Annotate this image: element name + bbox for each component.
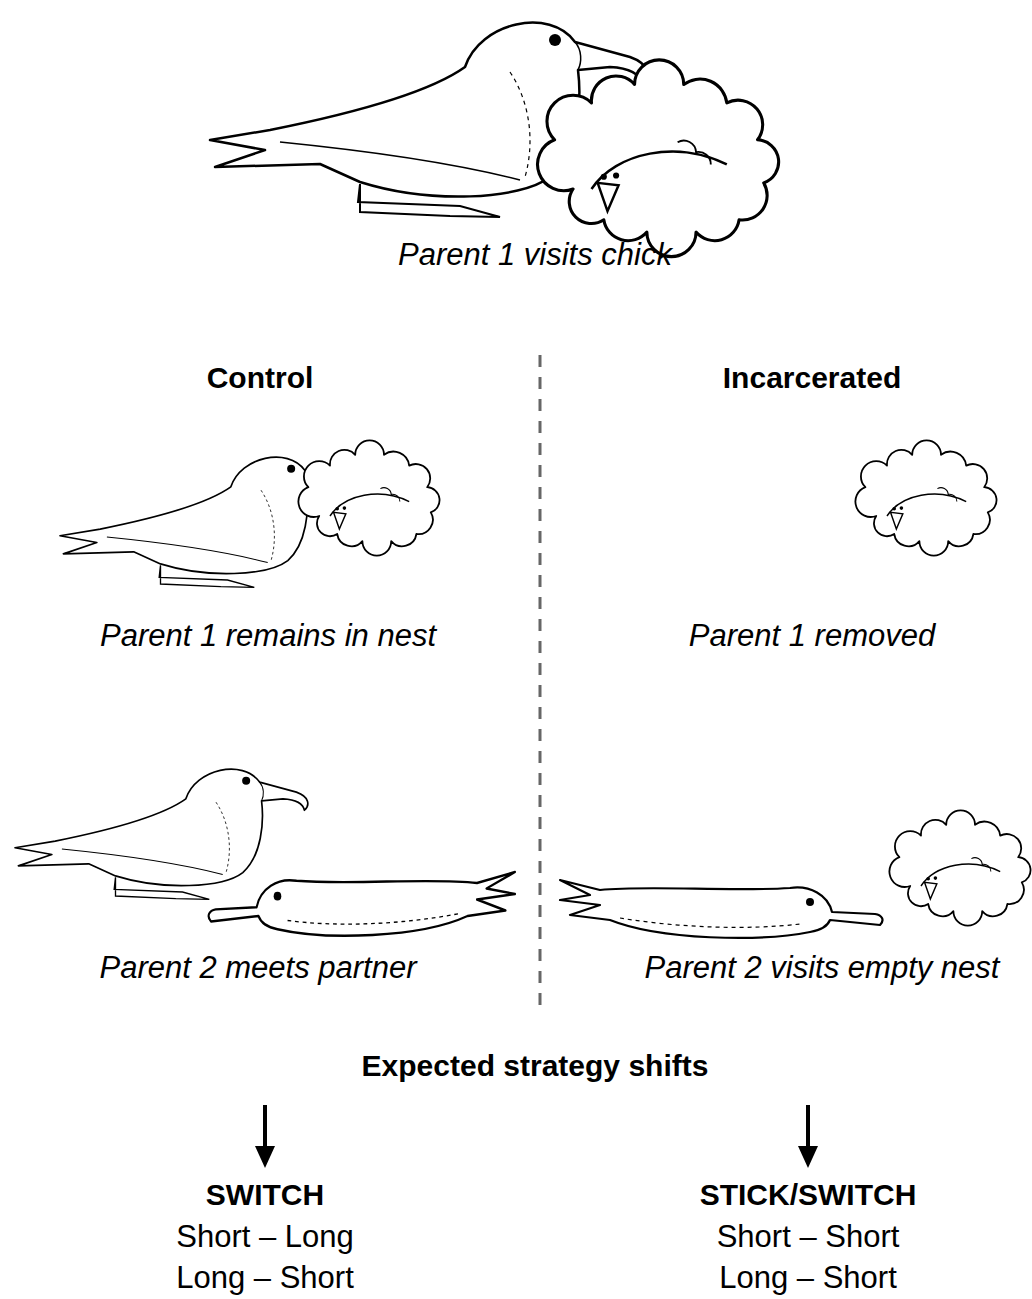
group-heading: Control [207,361,314,396]
lying-bird [560,880,882,938]
parent-bird [15,769,308,899]
strategy-name: STICK/SWITCH [700,1178,917,1213]
strategy-pair: Long – Short [176,1260,354,1296]
caption-text: Parent 1 remains in nest [100,618,436,654]
caption-text: Parent 2 meets partner [99,950,416,986]
caption-text: Parent 2 visits empty nest [645,950,1000,986]
strategy-pair: Short – Long [176,1219,354,1255]
chick [538,60,779,257]
down-arrow [255,1105,275,1168]
strategy-name: SWITCH [206,1178,324,1213]
lying-bird [209,872,515,936]
group-heading: Incarcerated [723,361,901,396]
chick [855,440,996,555]
divider-line [539,355,542,1005]
strategy-pair: Short – Short [717,1219,900,1255]
section-heading: Expected strategy shifts [362,1049,709,1084]
down-arrow [798,1105,818,1168]
caption-text: Parent 1 removed [689,618,935,654]
chick [298,440,439,555]
caption-text: Parent 1 visits chick [398,237,672,273]
chick [889,810,1030,925]
strategy-pair: Long – Short [719,1260,897,1296]
